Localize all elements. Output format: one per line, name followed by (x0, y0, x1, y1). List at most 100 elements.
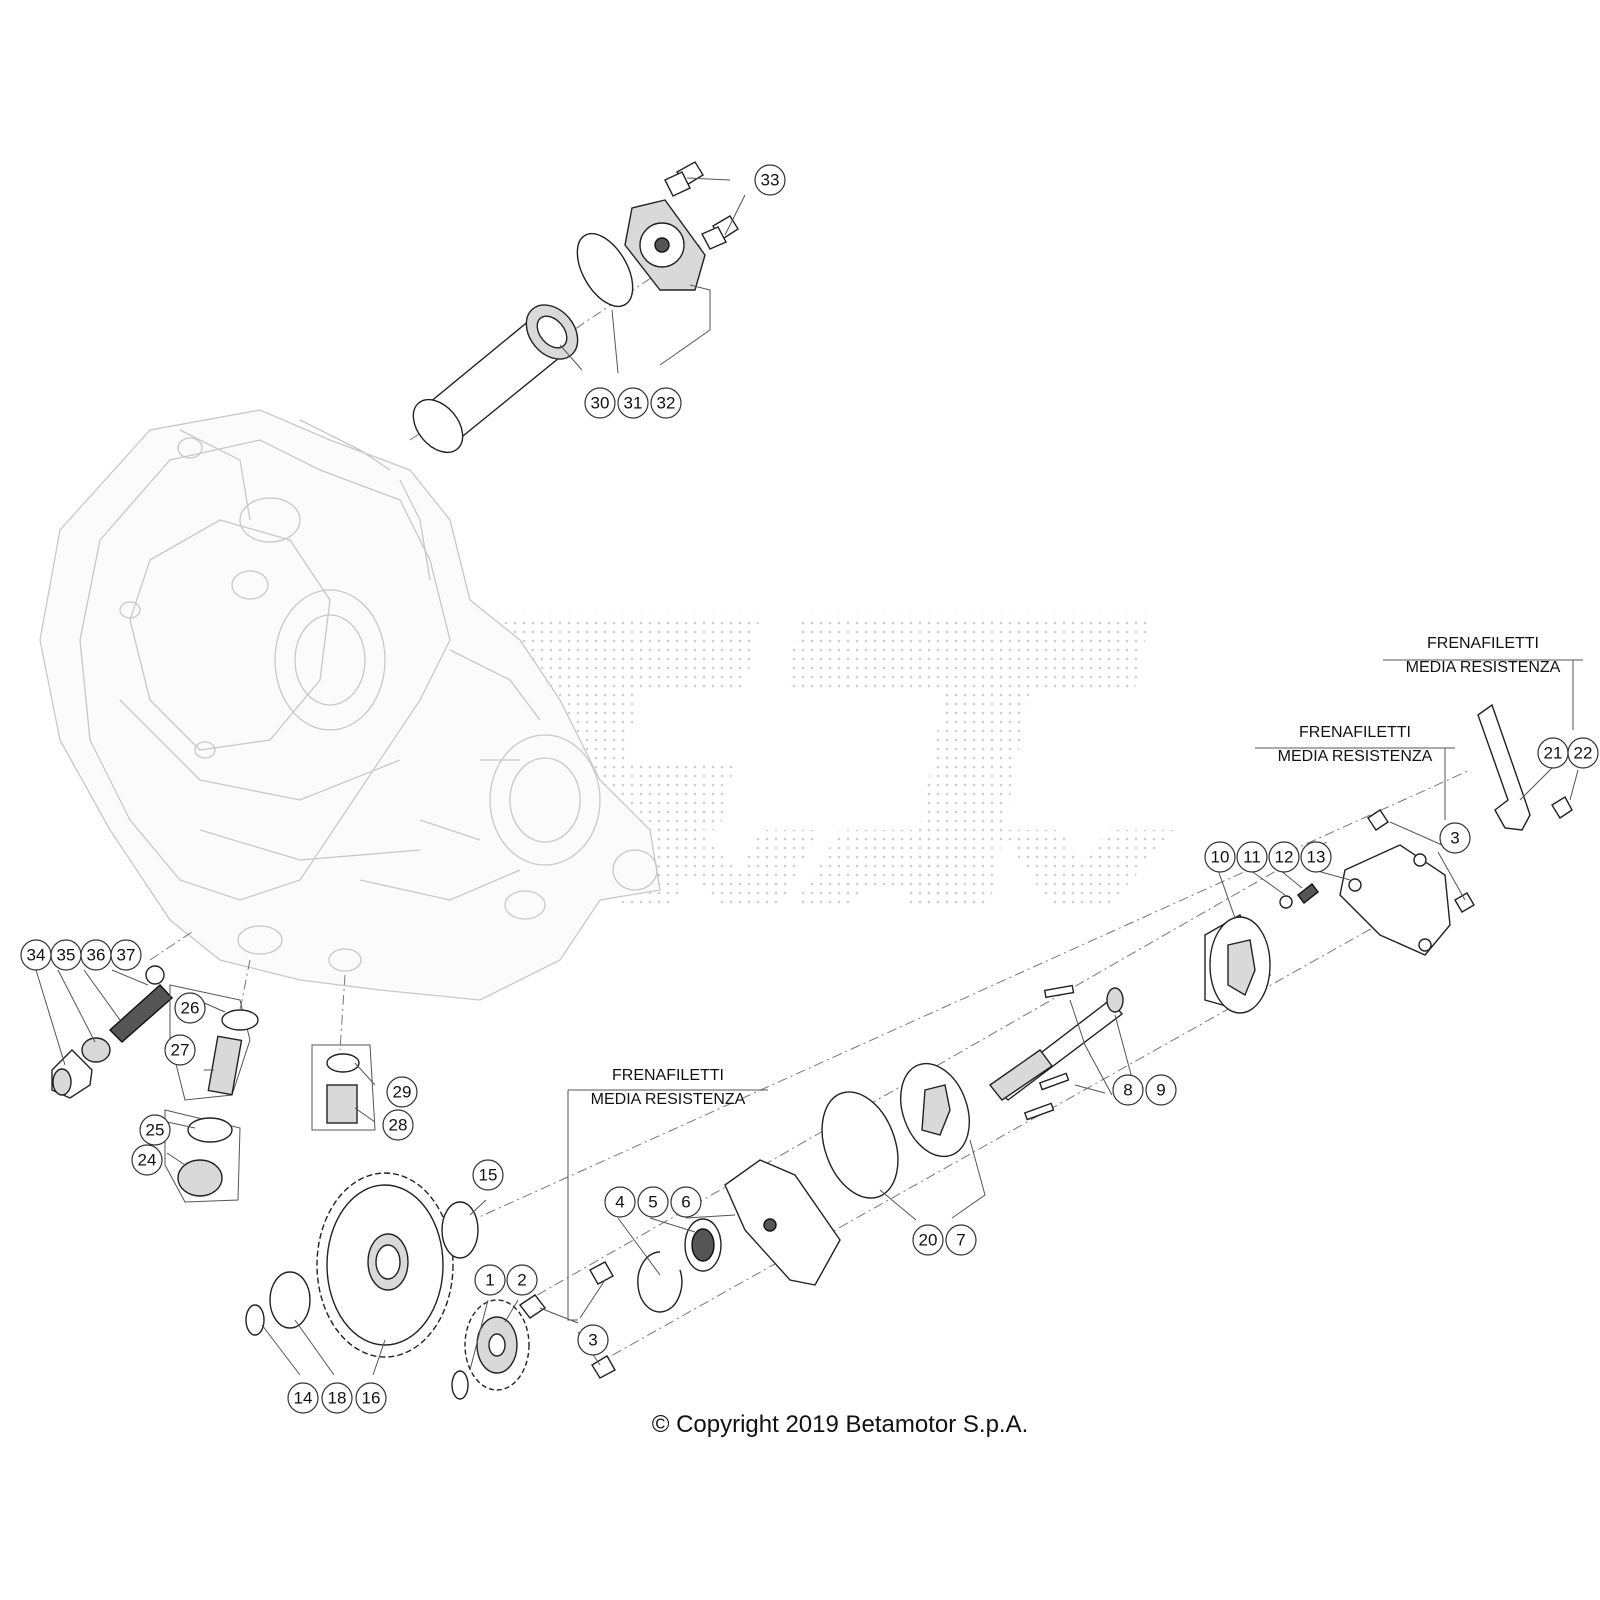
part-screws-3-lower (518, 1261, 616, 1379)
part-circlip-4 (637, 1251, 683, 1313)
callout-14[interactable]: 14 (287, 1382, 319, 1414)
part-ball-37 (145, 965, 165, 985)
svg-text:33: 33 (761, 171, 780, 190)
callout-10[interactable]: 10 (1204, 841, 1236, 873)
callout-36[interactable]: 36 (80, 939, 112, 971)
callout-22[interactable]: 22 (1567, 737, 1599, 769)
callout-9[interactable]: 9 (1145, 1074, 1177, 1106)
callout-2[interactable]: 2 (506, 1264, 538, 1296)
svg-text:18: 18 (328, 1389, 347, 1408)
svg-text:32: 32 (657, 394, 676, 413)
callout-12[interactable]: 12 (1268, 841, 1300, 873)
svg-text:36: 36 (87, 946, 106, 965)
callout-35[interactable]: 35 (50, 939, 82, 971)
part-washer-18 (269, 1271, 311, 1329)
note-brackets (567, 659, 1583, 1321)
part-spring-12 (1297, 883, 1319, 904)
svg-text:FRENAFILETTI: FRENAFILETTI (1299, 724, 1411, 741)
svg-text:31: 31 (624, 394, 643, 413)
svg-text:1: 1 (485, 1271, 494, 1290)
callout-37[interactable]: 37 (110, 939, 142, 971)
callout-1[interactable]: 1 (474, 1264, 506, 1296)
svg-text:4: 4 (615, 1193, 624, 1212)
part-screw-22 (1551, 796, 1573, 819)
callout-25[interactable]: 25 (139, 1114, 171, 1146)
callout-3-lower[interactable]: 3 (577, 1324, 609, 1356)
leader-lines (35, 177, 1579, 1376)
svg-text:8: 8 (1123, 1081, 1132, 1100)
svg-text:11: 11 (1243, 848, 1261, 867)
part-spring-36 (108, 984, 174, 1043)
callout-24[interactable]: 24 (131, 1144, 163, 1176)
svg-text:15: 15 (479, 1166, 498, 1185)
svg-text:5: 5 (648, 1193, 657, 1212)
callout-3-upper[interactable]: 3 (1439, 822, 1471, 854)
svg-text:MEDIA RESISTENZA: MEDIA RESISTENZA (591, 1091, 746, 1108)
part-circlip-1 (451, 1370, 469, 1400)
callout-15[interactable]: 15 (472, 1159, 504, 1191)
part-o-ring-20 (821, 1091, 899, 1199)
svg-text:26: 26 (181, 999, 200, 1018)
svg-text:MEDIA RESISTENZA: MEDIA RESISTENZA (1278, 748, 1433, 765)
part-group-24-27 (164, 984, 259, 1203)
svg-text:MEDIA RESISTENZA: MEDIA RESISTENZA (1406, 659, 1561, 676)
callout-20[interactable]: 20 (912, 1224, 944, 1256)
callout-4[interactable]: 4 (604, 1186, 636, 1218)
callout-16[interactable]: 16 (355, 1382, 387, 1414)
callout-32[interactable]: 32 (650, 387, 682, 419)
part-pump-cover-13 (1339, 844, 1451, 956)
part-ring-15 (441, 1201, 479, 1259)
part-ball-11 (1279, 895, 1293, 909)
svg-text:27: 27 (171, 1041, 190, 1060)
callout-5[interactable]: 5 (637, 1186, 669, 1218)
callout-6[interactable]: 6 (670, 1186, 702, 1218)
callout-27[interactable]: 27 (164, 1034, 196, 1066)
svg-text:37: 37 (117, 946, 136, 965)
threadlocker-note-middle: FRENAFILETTI MEDIA RESISTENZA (1278, 724, 1433, 765)
part-group-28-29 (311, 1044, 376, 1131)
svg-text:35: 35 (57, 946, 76, 965)
threadlocker-note-bottom: FRENAFILETTI MEDIA RESISTENZA (591, 1067, 746, 1108)
part-pins-8 (1023, 984, 1075, 1121)
callout-33[interactable]: 33 (754, 164, 786, 196)
callout-21[interactable]: 21 (1537, 737, 1569, 769)
callout-13[interactable]: 13 (1300, 841, 1332, 873)
part-filter-cover (624, 199, 706, 291)
callout-7[interactable]: 7 (945, 1224, 977, 1256)
part-pump-body-6 (724, 1159, 841, 1286)
part-gear-2 (464, 1299, 530, 1391)
part-tube (412, 304, 579, 454)
svg-text:28: 28 (389, 1116, 408, 1135)
svg-text:25: 25 (146, 1121, 165, 1140)
threadlocker-note-top-right: FRENAFILETTI MEDIA RESISTENZA (1406, 635, 1561, 676)
svg-text:6: 6 (681, 1193, 690, 1212)
svg-text:34: 34 (27, 946, 46, 965)
part-plug-34 (51, 1049, 93, 1099)
callout-18[interactable]: 18 (321, 1382, 353, 1414)
svg-text:22: 22 (1574, 744, 1593, 763)
svg-text:13: 13 (1307, 848, 1326, 867)
callout-28[interactable]: 28 (382, 1109, 414, 1141)
part-bearing-5 (684, 1218, 722, 1272)
callout-34[interactable]: 34 (20, 939, 52, 971)
callout-30[interactable]: 30 (584, 387, 616, 419)
svg-text:20: 20 (919, 1231, 938, 1250)
svg-text:29: 29 (393, 1083, 412, 1102)
callout-11[interactable]: 11 (1236, 841, 1268, 873)
svg-text:7: 7 (956, 1231, 965, 1250)
callout-29[interactable]: 29 (386, 1076, 418, 1108)
svg-text:30: 30 (591, 394, 610, 413)
part-screws-3-upper (1367, 809, 1475, 913)
svg-text:10: 10 (1211, 848, 1230, 867)
engine-crankcase (39, 409, 661, 1001)
callout-8[interactable]: 8 (1112, 1074, 1144, 1106)
callout-31[interactable]: 31 (617, 387, 649, 419)
callout-26[interactable]: 26 (174, 992, 206, 1024)
svg-text:14: 14 (294, 1389, 313, 1408)
copyright-text: © Copyright 2019 Betamotor S.p.A. (652, 1411, 1029, 1438)
svg-text:16: 16 (362, 1389, 381, 1408)
svg-text:9: 9 (1156, 1081, 1165, 1100)
part-washer-35 (81, 1037, 111, 1063)
part-o-ring-large (576, 232, 634, 308)
